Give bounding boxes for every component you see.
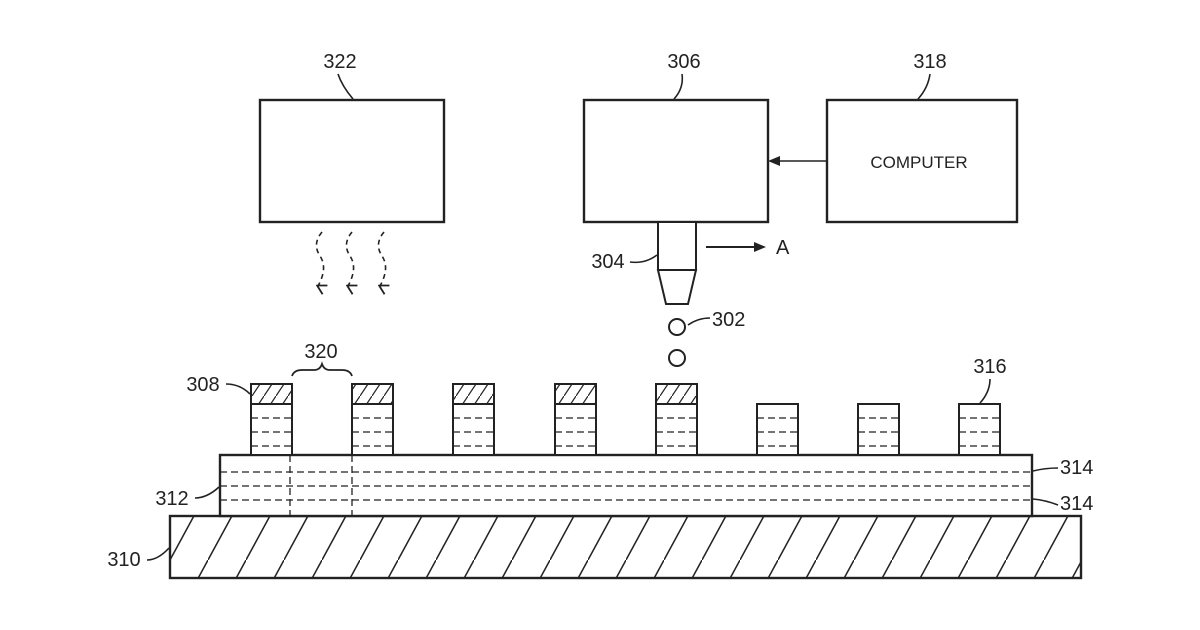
pillar bbox=[656, 384, 697, 455]
label-302: 302 bbox=[712, 309, 745, 331]
leader-306 bbox=[674, 74, 682, 99]
radiation-arrows bbox=[316, 232, 385, 286]
pillar-uncapped bbox=[757, 404, 798, 455]
label-322: 322 bbox=[323, 51, 356, 73]
label-320: 320 bbox=[304, 341, 337, 363]
leader-314-bottom bbox=[1033, 499, 1058, 505]
print-head-box bbox=[584, 100, 768, 222]
leader-308 bbox=[226, 384, 250, 394]
pillar-uncapped bbox=[959, 404, 1000, 455]
substrate bbox=[170, 516, 1081, 578]
base-layer bbox=[220, 455, 1032, 516]
computer-text: COMPUTER bbox=[870, 153, 967, 172]
leader-316 bbox=[980, 379, 990, 403]
droplet-lower bbox=[669, 350, 685, 366]
pillar-uncapped bbox=[858, 404, 899, 455]
label-314-bottom: 314 bbox=[1060, 493, 1093, 515]
leader-302 bbox=[688, 318, 710, 325]
label-316: 316 bbox=[973, 356, 1006, 378]
leader-310 bbox=[147, 548, 169, 560]
nozzle bbox=[658, 222, 696, 304]
label-308: 308 bbox=[186, 374, 219, 396]
label-314-top: 314 bbox=[1060, 457, 1093, 479]
pillar bbox=[555, 384, 596, 455]
label-312: 312 bbox=[155, 488, 188, 510]
leader-322 bbox=[338, 74, 353, 99]
gap-brace bbox=[292, 364, 352, 376]
direction-a-label: A bbox=[776, 237, 790, 259]
pillar bbox=[352, 384, 393, 455]
curing-source-box bbox=[260, 100, 444, 222]
leader-318 bbox=[918, 74, 930, 99]
pillar bbox=[453, 384, 494, 455]
leader-312 bbox=[195, 487, 219, 498]
label-306: 306 bbox=[667, 51, 700, 73]
leader-304 bbox=[630, 255, 657, 262]
label-310: 310 bbox=[107, 549, 140, 571]
label-304: 304 bbox=[591, 251, 624, 273]
label-318: 318 bbox=[913, 51, 946, 73]
pillar bbox=[251, 384, 292, 455]
leader-314-top bbox=[1033, 468, 1058, 471]
droplet-upper bbox=[669, 319, 685, 335]
